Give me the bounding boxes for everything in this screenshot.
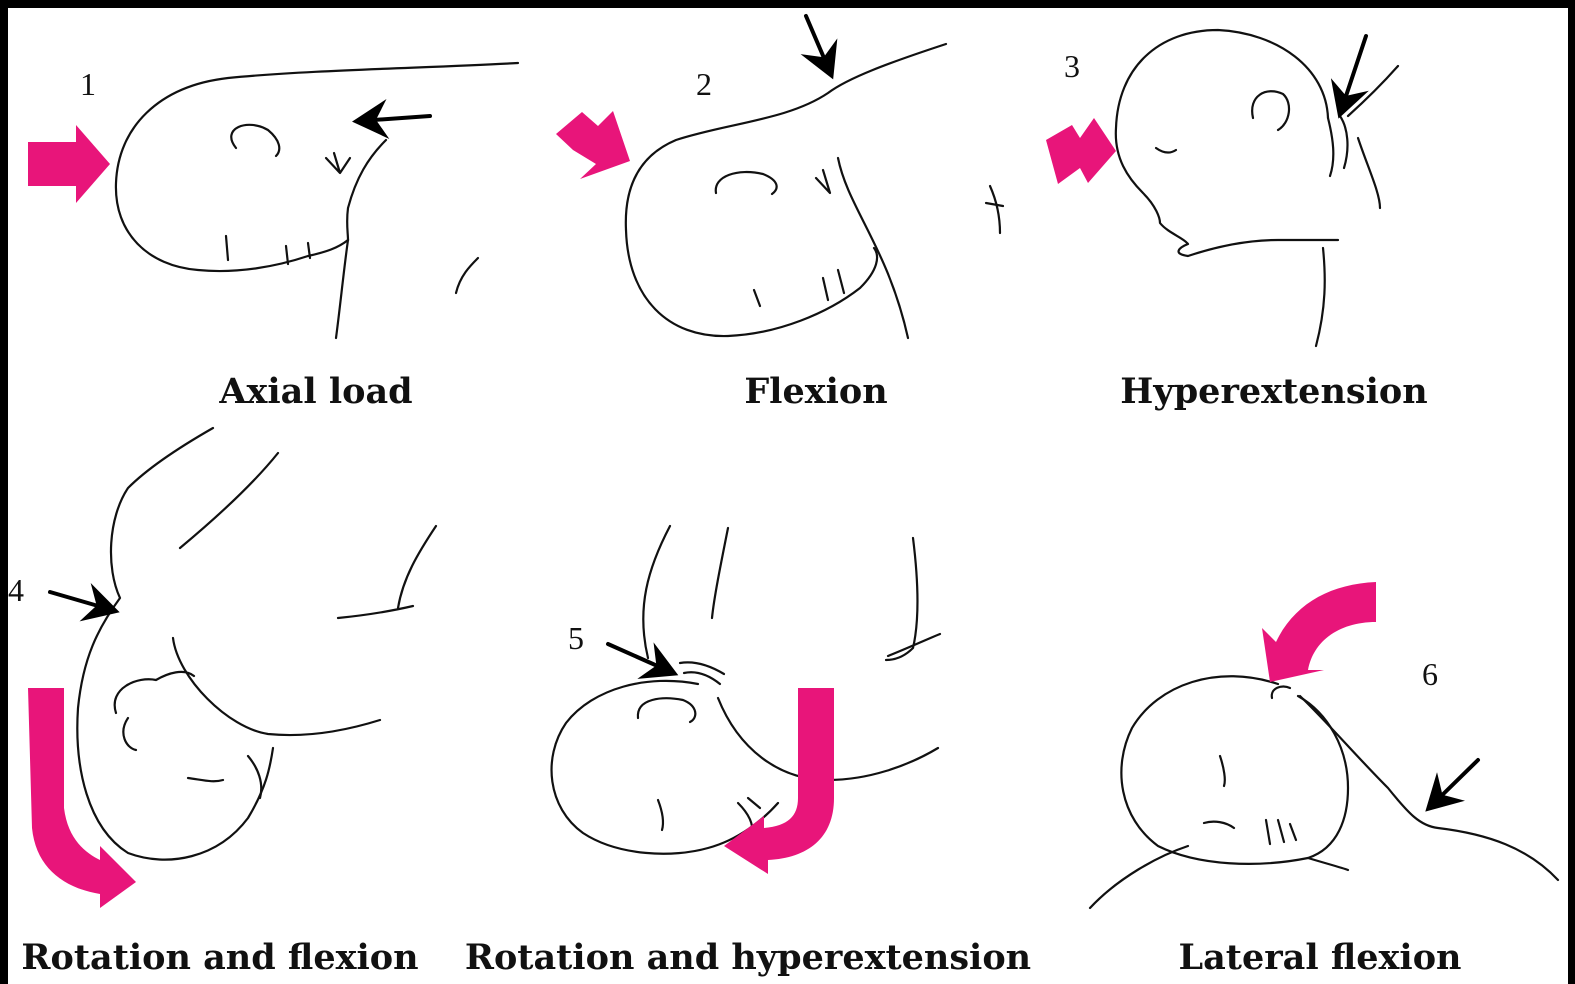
shoulder-arc [173,638,380,735]
neck-front [1316,248,1325,346]
caption-axial-load: Axial load [219,374,412,409]
panel-5-drawing [552,526,940,874]
pink-arrow-3 [1046,118,1116,184]
face-marks [754,270,844,306]
panel-4-drawing [28,428,436,908]
neck-back [1328,66,1398,176]
panel-6-drawing [1090,582,1558,908]
illustration [8,8,1568,984]
ear [1252,91,1289,130]
face-marks [188,756,261,798]
caption-rotation-flexion: Rotation and flexion [21,940,418,975]
panel-1-drawing [28,63,518,338]
shoulder-mark [456,258,478,293]
face-marks [1204,756,1296,844]
pink-arrow-4 [28,688,136,908]
head-outline [552,681,778,854]
caption-rotation-hyperextension: Rotation and hyperextension [465,940,1031,975]
head-outline [116,63,518,271]
neck-line [1300,696,1558,880]
black-arrow-4 [50,592,112,610]
black-arrow-6 [1431,760,1478,806]
black-arrow-1 [360,116,430,121]
panel-2-drawing [556,16,1003,338]
panel-5-number: 5 [568,622,584,654]
ear [123,718,136,750]
lower-body [1090,846,1348,908]
hair-tuft [680,662,724,684]
panel-4-number: 4 [8,574,24,606]
head-outline [1116,30,1338,256]
back-outline [77,428,273,860]
caption-hyperextension: Hyperextension [1120,374,1427,409]
caption-flexion: Flexion [744,374,887,409]
panel-1-number: 1 [80,68,96,100]
hand-mark [986,186,1003,233]
panel-3-drawing [1046,30,1398,346]
panel-3-number: 3 [1064,50,1080,82]
black-arrow-3 [1341,36,1366,111]
shoulder [1358,138,1380,208]
head-outline [115,672,194,713]
eye [1156,148,1176,152]
panel-6-number: 6 [1422,658,1438,690]
black-arrow-5 [608,644,671,672]
shoulder-line [347,140,386,240]
ear [231,125,279,156]
neck-line [336,240,348,338]
head-outline [1121,676,1348,864]
hair-tuft [1272,686,1290,698]
diagram-canvas: 1 2 3 4 5 6 Axial load Flexion Hyperexte… [8,8,1568,984]
back-lines [643,526,940,660]
pink-arrow-5 [724,688,834,874]
ear [716,172,777,194]
face-marks [658,798,760,834]
arm [180,453,436,618]
pink-arrow-2 [556,111,630,179]
head-outline [626,230,877,336]
shoulder [816,158,908,338]
pink-arrow-1 [28,125,110,203]
pink-arrow-6 [1262,582,1376,682]
hair-tuft [326,153,350,173]
ear [638,698,695,722]
black-arrow-2 [806,16,830,72]
back-line [626,44,946,230]
panel-2-number: 2 [696,68,712,100]
caption-lateral-flexion: Lateral flexion [1179,940,1462,975]
